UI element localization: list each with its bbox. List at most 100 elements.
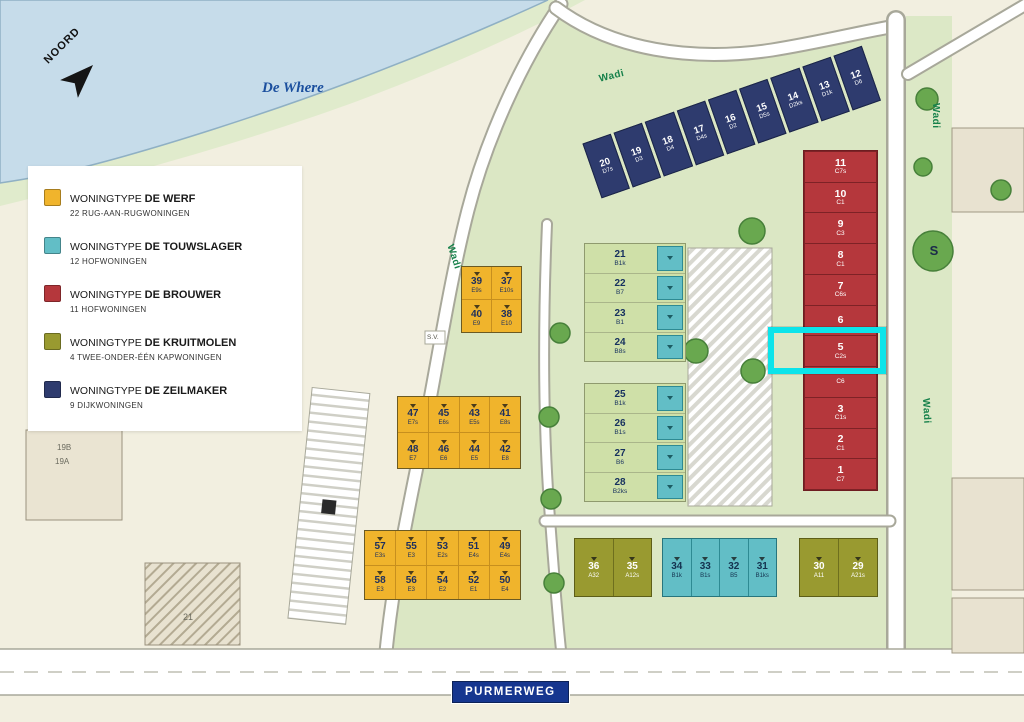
plot-number: 43 xyxy=(468,407,480,419)
plot-cell[interactable]: 39 E9s xyxy=(462,267,491,299)
legend-text: WONINGTYPE DE WERF 22 RUG-AAN-RUGWONINGE… xyxy=(70,193,196,218)
plot-code: C3 xyxy=(836,229,845,237)
plot-cell[interactable]: 31 B1ks xyxy=(748,539,776,596)
plot-number: 46 xyxy=(438,443,450,455)
plot-row[interactable]: 23 B1 xyxy=(585,303,685,333)
plot-cell[interactable]: 55 E3 xyxy=(396,531,427,565)
plot-cell[interactable]: 7 C6s xyxy=(805,274,876,305)
plot-cell[interactable]: 37 E10s xyxy=(492,267,521,299)
plot-code: B1k xyxy=(671,572,682,579)
plot-cell[interactable]: 9 C3 xyxy=(805,213,876,244)
plot-label: 25 B1k xyxy=(585,384,655,413)
plot-group-kruitmolen-left: 36 A32 35 A12s xyxy=(574,538,652,597)
plot-cell[interactable]: 30 A11 xyxy=(800,539,838,596)
plot-cell[interactable]: 41 E8s xyxy=(490,397,520,432)
north-label: NOORD xyxy=(41,25,83,67)
plot-cell[interactable]: 43 E5s xyxy=(459,397,490,432)
plot-cell[interactable]: 58 E3 xyxy=(365,565,396,599)
plot-number: 33 xyxy=(699,560,711,572)
plot-code: E5s xyxy=(469,419,480,426)
legend-item-kruitmolen: WONINGTYPE DE KRUITMOLEN 4 TWEE-ONDER-ÉÉ… xyxy=(44,332,284,363)
legend-text: WONINGTYPE DE BROUWER 11 HOFWONINGEN xyxy=(70,289,222,314)
tree-s xyxy=(912,230,954,272)
plot-cell[interactable]: 38 E10 xyxy=(492,300,521,332)
plot-number: 34 xyxy=(671,560,683,572)
plot-cell[interactable]: 32 B5 xyxy=(720,539,748,596)
building-19b-label: 19B xyxy=(57,443,72,452)
plot-label: 24 B8s xyxy=(585,333,655,362)
plot-cell[interactable]: 53 E2s xyxy=(427,531,458,565)
plot-cell[interactable]: 10 C1 xyxy=(805,182,876,213)
plot-code: E4s xyxy=(468,552,479,559)
plot-row[interactable]: 25 B1k xyxy=(585,384,685,414)
color-swatch-icon xyxy=(44,237,61,254)
plot-cell[interactable]: 11 C7s xyxy=(805,152,876,182)
plot-cell[interactable]: 2 C1 xyxy=(805,428,876,459)
building-19a-label: 19A xyxy=(55,457,70,466)
plot-code: B1ks xyxy=(755,572,769,579)
plot-cell[interactable]: 57 E3s xyxy=(365,531,396,565)
plot-code: B1k xyxy=(614,399,626,407)
plot-cell[interactable]: 56 E3 xyxy=(396,565,427,599)
house-strip xyxy=(657,445,683,470)
plot-number: 29 xyxy=(852,560,864,572)
plot-cell[interactable]: 48 E7 xyxy=(398,433,428,468)
legend-item-brouwer: WONINGTYPE DE BROUWER 11 HOFWONINGEN xyxy=(44,284,284,315)
plot-cell[interactable]: 45 E6s xyxy=(428,397,459,432)
plot-row[interactable]: 27 B6 xyxy=(585,443,685,473)
left-parking xyxy=(287,386,371,625)
plot-row[interactable]: 24 B8s xyxy=(585,333,685,362)
plot-cell[interactable]: 36 A32 xyxy=(575,539,613,596)
plot-cell[interactable]: 51 E4s xyxy=(458,531,489,565)
plot-cell[interactable]: 35 A12s xyxy=(613,539,651,596)
plot-cell[interactable]: 5 C2s xyxy=(805,336,876,367)
color-swatch-icon xyxy=(44,333,61,350)
plot-cell[interactable]: 33 B1s xyxy=(691,539,719,596)
plot-number: 21 xyxy=(614,248,626,260)
plot-cell[interactable]: 54 E2 xyxy=(427,565,458,599)
plot-cell[interactable]: 44 E5 xyxy=(459,433,490,468)
house-strip xyxy=(657,415,683,440)
plot-cell[interactable]: 52 E1 xyxy=(458,565,489,599)
building-19ab xyxy=(25,429,123,521)
plot-cell[interactable]: 49 E4s xyxy=(489,531,520,565)
plot-code: E3s xyxy=(374,552,386,559)
house-strip xyxy=(657,246,683,271)
plot-group-werf-middle: 47 E7s 45 E6s 43 E5s 41 E8s 48 E7 xyxy=(397,396,521,469)
plot-number: 36 xyxy=(588,560,600,572)
plot-row[interactable]: 22 B7 xyxy=(585,274,685,303)
plot-label: 22 B7 xyxy=(585,274,655,303)
plot-cell[interactable]: 50 E4 xyxy=(489,565,520,599)
plot-code: B8s xyxy=(614,348,626,355)
plot-group-werf-top: 39 E9s 37 E10s 40 E9 38 E10 xyxy=(461,266,522,333)
plot-number: 49 xyxy=(499,540,511,552)
plot-cell[interactable]: 3 C1s xyxy=(805,397,876,428)
plot-cell[interactable]: 40 E9 xyxy=(462,300,491,332)
plot-number: 26 xyxy=(614,418,626,429)
plot-cell[interactable]: 29 A21s xyxy=(839,539,877,596)
plot-cell[interactable]: 34 B1k xyxy=(663,539,691,596)
plot-number: 45 xyxy=(438,407,450,419)
plot-cell[interactable]: 46 E6 xyxy=(428,433,459,468)
plot-number: 56 xyxy=(405,575,417,587)
plot-row[interactable]: 26 B1s xyxy=(585,414,685,443)
plot-code: C6s xyxy=(834,291,847,299)
plot-row[interactable]: 28 B2ks xyxy=(585,473,685,502)
plot-group-touwslager-lower: 25 B1k 26 B1s 27 B6 xyxy=(584,383,686,502)
house-strip xyxy=(657,305,683,330)
plot-number: 53 xyxy=(436,540,449,552)
legend-item-zeilmaker: WONINGTYPE DE ZEILMAKER 9 DIJKWONINGEN xyxy=(44,380,284,411)
plot-cell[interactable]: 47 E7s xyxy=(398,397,428,432)
plot-code: E2s xyxy=(437,552,448,559)
plot-code: C1s xyxy=(834,414,847,422)
plot-label: 23 B1 xyxy=(585,303,655,332)
plot-cell[interactable]: 42 E8 xyxy=(490,433,520,468)
plot-number: 11 xyxy=(834,156,847,169)
plot-label: 27 B6 xyxy=(585,443,655,472)
plot-cell[interactable]: 8 C1 xyxy=(805,244,876,274)
plot-number: 39 xyxy=(470,276,483,287)
legend-text: WONINGTYPE DE TOUWSLAGER 12 HOFWONINGEN xyxy=(70,241,243,266)
plot-row[interactable]: 21 B1k xyxy=(585,244,685,274)
plot-cell[interactable]: 1 C7 xyxy=(805,459,876,490)
